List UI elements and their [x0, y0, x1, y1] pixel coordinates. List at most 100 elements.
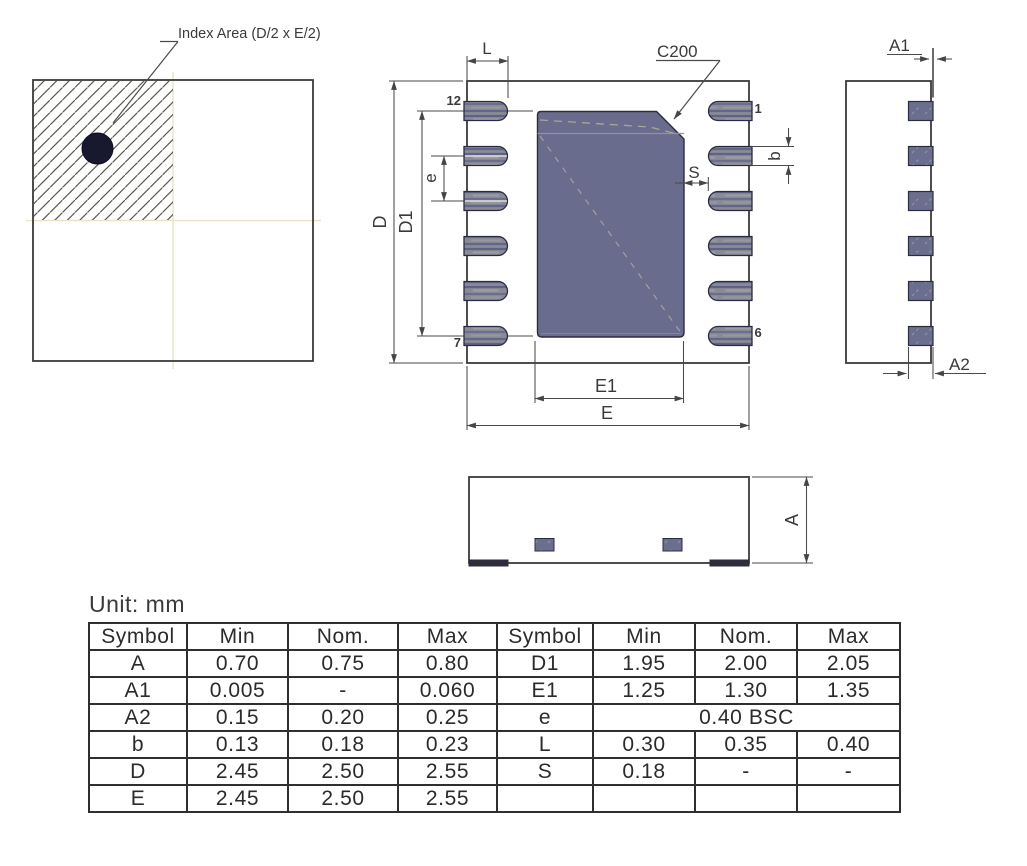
terminal: [907, 280, 934, 302]
pin: [463, 235, 509, 257]
pin: [707, 100, 753, 122]
pad-body: [536, 110, 685, 338]
front-corner-lead-right: [709, 559, 750, 567]
dim-label-E1: E1: [595, 376, 617, 396]
dim-S: [675, 177, 709, 191]
unit-label: Unit: mm: [89, 591, 185, 617]
table-header-row: Symbol Min Nom. Max Symbol Min Nom. Max: [88, 622, 901, 651]
table-cell: L: [496, 730, 594, 759]
front-pad-right: [662, 538, 683, 552]
table-cell: 2.55: [397, 784, 498, 813]
table-row: E 2.45 2.50 2.55: [88, 784, 901, 813]
dim-E: [466, 366, 750, 430]
terminal: [907, 190, 934, 212]
pin: [463, 100, 509, 122]
table-cell: [796, 784, 901, 813]
chamfer-label: C200: [657, 42, 698, 61]
table-cell: D1: [496, 649, 594, 678]
table-cell: 0.23: [397, 730, 498, 759]
dim-A: [752, 476, 813, 564]
e-extension-lines: [466, 366, 750, 430]
a2-extension-lines: [907, 347, 934, 379]
pin: [463, 280, 509, 302]
exposed-pad: [536, 110, 685, 338]
pad-chamfer-hidden-line: [539, 119, 678, 135]
table-cell: 0.80: [397, 649, 498, 678]
table-row: A 0.70 0.75 0.80 D1 1.95 2.00 2.05: [88, 649, 901, 678]
table-cell: 2.55: [397, 757, 498, 786]
dim-label-A2: A2: [949, 355, 970, 374]
package-top-body: [32, 79, 314, 362]
pin-number-1: 1: [755, 101, 762, 116]
dim-label-A1: A1: [889, 36, 910, 55]
side-view-right: A1 A2: [845, 36, 986, 379]
table-cell: 0.25: [397, 703, 498, 732]
table-cell: A1: [88, 676, 188, 705]
terminal: [907, 145, 934, 167]
front-pad-left: [534, 538, 555, 552]
pin: [707, 325, 753, 347]
side-body: [845, 80, 932, 364]
table-cell: E: [88, 784, 188, 813]
e-tick-lines: [431, 155, 464, 202]
table-cell: 1.35: [796, 676, 901, 705]
pin: [463, 325, 509, 347]
table-row: D 2.45 2.50 2.55 S 0.18 - -: [88, 757, 901, 786]
dim-label-D1: D1: [396, 210, 416, 233]
bottom-view: L C200 D D1 e S b: [370, 39, 794, 430]
dim-A2: [883, 347, 986, 379]
table-cell: D: [88, 757, 188, 786]
col-header: Nom.: [287, 622, 399, 651]
dim-L: [466, 56, 509, 98]
right-pins: [707, 100, 753, 347]
side-view-front: A: [468, 476, 813, 567]
col-header: Max: [397, 622, 498, 651]
dimensions-table: Symbol Min Nom. Max Symbol Min Nom. Max …: [88, 622, 901, 813]
dim-E1: [534, 341, 685, 403]
dim-D: [389, 80, 463, 364]
table-cell: S: [496, 757, 594, 786]
side-terminals: [907, 100, 934, 347]
front-corner-lead-left: [468, 559, 509, 567]
table-cell: [592, 784, 696, 813]
index-leader-line: [112, 40, 179, 124]
pin: [707, 190, 753, 212]
col-header: Min: [592, 622, 696, 651]
a-extension-lines: [752, 476, 813, 564]
d-extension-lines: [389, 80, 463, 364]
table-cell: 0.18: [287, 730, 399, 759]
table-cell: 2.50: [287, 757, 399, 786]
table-cell: 2.50: [287, 784, 399, 813]
table-cell: 0.30: [592, 730, 696, 759]
dim-label-e: e: [421, 173, 440, 182]
table-cell: b: [88, 730, 188, 759]
pin: [707, 145, 753, 167]
terminal: [907, 235, 934, 257]
pin-number-12: 12: [447, 93, 461, 108]
col-header: Symbol: [496, 622, 594, 651]
table-cell: -: [287, 676, 399, 705]
table-cell: 0.005: [186, 676, 289, 705]
table-cell: 1.95: [592, 649, 696, 678]
table-cell: e: [496, 703, 594, 732]
dim-b: [751, 128, 794, 184]
table-cell: 1.25: [592, 676, 696, 705]
pin: [707, 235, 753, 257]
e1-extension-lines: [534, 341, 685, 403]
table-cell: 2.05: [796, 649, 901, 678]
dim-label-L: L: [482, 39, 491, 58]
col-header: Max: [796, 622, 901, 651]
b-tick-lines: [751, 145, 794, 167]
table-cell: 0.060: [397, 676, 498, 705]
terminal: [907, 325, 934, 347]
pin-number-6: 6: [755, 325, 762, 340]
table-cell: 0.35: [694, 730, 798, 759]
pin1-index-dot: [81, 132, 114, 165]
table-cell: -: [694, 757, 798, 786]
package-outline-drawing: Index Area (D/2 x E/2): [26, 26, 986, 567]
plan-view: Index Area (D/2 x E/2): [26, 26, 321, 369]
index-area-label: Index Area (D/2 x E/2): [178, 26, 321, 42]
table-cell: 0.18: [592, 757, 696, 786]
table-cell: 0.75: [287, 649, 399, 678]
